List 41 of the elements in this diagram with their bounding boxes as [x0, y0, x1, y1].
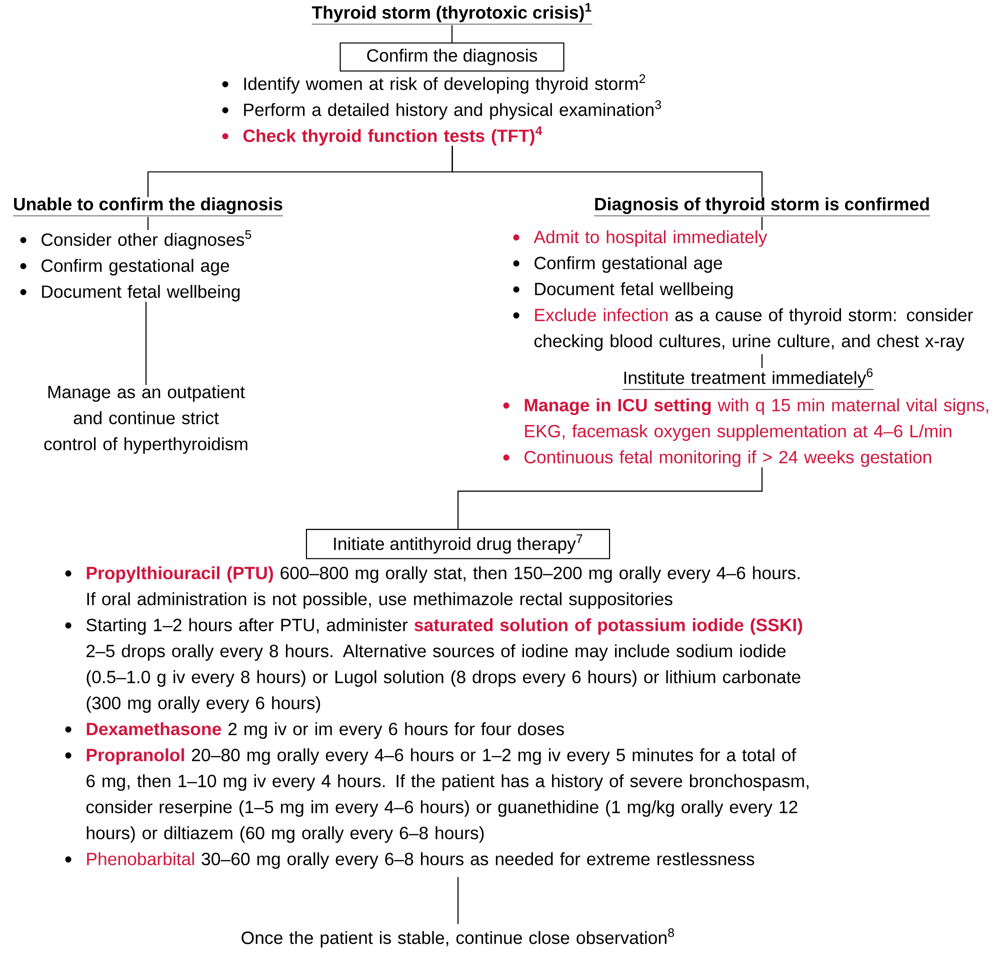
- node-label: Manage in ICU setting with q 15 min maternal vital signs, EKG, facemask oxygen supplementation at 4–6 L/min: [524, 398, 988, 441]
- node-label: Document fetal wellbeing: [42, 284, 240, 302]
- connector-line: [457, 467, 763, 529]
- node-label: Document fetal wellbeing: [535, 282, 733, 299]
- node-label: checking blood cultures, urine culture, and chest x-ray: [534, 334, 964, 351]
- node-label: Institute treatment immediately$^{6}$: [624, 368, 873, 388]
- connector-line: [452, 146, 763, 198]
- node-label: Identify women at risk of developing thyroid storm$^{2}$: [244, 74, 646, 94]
- node-label: Perform a detailed history and physical examination$^{3}$: [244, 100, 662, 120]
- node-label: Admit to hospital immediately: [534, 230, 768, 247]
- treatment-list: Institute treatment immediately$^{6}$ Manage in ICU setting with q 15 min maternal vital signs, EKG, facemask oxygen supplementation at 4–6 L/min Continuous fetal monitoring if > 24 weeks gestation: [503, 368, 988, 467]
- node-label: Propranolol 20–80 mg orally every 4–6 hours or 1–2 mg iv every 5 minutes for a total of 6 mg, then 1–10 mg iv every 4 hours. If the patient has a history of severe bronchospasm, consider reserpine (1–5 mg im every 4–6 hours) or guanethidine (1 mg/kg orally every 12 hours) or diltiazem (60 mg orally every 6–8 hours): [86, 748, 808, 843]
- bullet-list: Identify women at risk of developing thyroid storm$^{2}$ Perform a detailed history and physical examination$^{3}$ Check thyroid function tests (TFT)$^{4}$: [222, 74, 662, 146]
- connector-line: [457, 877, 459, 924]
- bullet-list: Admit to hospital immediately Confirm gestational age Document fetal wellbeing Exclude infection as a cause of thyroid storm: consider checking blood cultures, urine culture, and chest x-ray: [513, 230, 973, 351]
- connector-line: [451, 25, 453, 42]
- process-box: Confirm the diagnosis: [340, 42, 564, 72]
- title: Thyroid storm (thyrotoxic crisis)$^{1}$: [311, 3, 593, 24]
- branch-heading: Unable to confirm the diagnosis: [12, 197, 284, 216]
- process-box: Initiate antithyroid drug therapy$^{7}$: [306, 528, 610, 560]
- bullet-list: Consider other diagnoses$^{5}$ Confirm gestational age Document fetal wellbeing: [20, 230, 252, 302]
- node-label: Starting 1–2 hours after PTU, administer saturated solution of potassium iodide (SSKI) 2–5 drops orally every 8 hours. Alternative sources of iodine may include sodium iodide (0.5–1.0 g iv every 8 hours) or Lugol solution (8 drops every 6 hours) or lithium carbonate (300 mg orally every 6 hours): [86, 618, 802, 713]
- node-label: Phenobarbital: [87, 852, 194, 866]
- node-label: Confirm gestational age: [42, 258, 230, 276]
- connector-line: [145, 302, 147, 385]
- node-label: Propylthiouracil (PTU) 600–800 mg orally stat, then 150–200 mg orally every 4–6 hours. If oral administration is not possible, use methimazole rectal suppositories: [86, 566, 800, 609]
- node-label: Confirm gestational age: [534, 256, 722, 273]
- node-label: Dexamethasone 2 mg iv or im every 6 hours for four doses: [86, 722, 564, 739]
- note-text: Manage as an outpatient and continue strict control of hyperthyroidism: [44, 385, 248, 454]
- bullet-list: Propylthiouracil (PTU) 600–800 mg orally stat, then 150–200 mg orally every 4–6 hours. If oral administration is not possible, use methimazole rectal suppositories Starting 1–2 hours after PTU, administer saturated solution of potassium iodide (SSKI) 2–5 drops orally every 8 hours. Alternative sources of iodine may include sodium iodide (0.5–1.0 g iv every 8 hours) or Lugol solution (8 drops every 6 hours) or lithium carbonate (300 mg orally every 6 hours) Dexamethasone 2 mg iv or im every 6 hours for four doses Propranolol 20–80 mg orally every 4–6 hours or 1–2 mg iv every 5 minutes for a total of 6 mg, then 1–10 mg iv every 4 hours. If the patient has a history of severe bronchospasm, consider reserpine (1–5 mg im every 4–6 hours) or guanethidine (1 mg/kg orally every 12 hours) or diltiazem (60 mg orally every 6–8 hours) Phenobarbital 30–60 mg orally every 6–8 hours as needed for extreme restlessness: [65, 566, 808, 869]
- node-label: 30–60 mg orally every 6–8 hours as needed for extreme restlessness: [202, 852, 754, 869]
- node-label: Exclude infection: [535, 308, 668, 322]
- node-label: Check thyroid function tests (TFT)$^{4}$: [243, 126, 542, 146]
- node-label: Consider other diagnoses$^{5}$: [42, 230, 252, 250]
- node-label: Continuous fetal monitoring if > 24 weeks gestation: [524, 450, 932, 467]
- note-text: Once the patient is stable, continue close observation$^{8}$: [242, 928, 674, 948]
- node-label: as a cause of thyroid storm: consider: [675, 308, 973, 325]
- connector-line: [761, 354, 763, 368]
- connector-line: [147, 216, 149, 230]
- branch-heading: Diagnosis of thyroid storm is confirmed: [594, 197, 930, 216]
- connector-line: [761, 216, 763, 230]
